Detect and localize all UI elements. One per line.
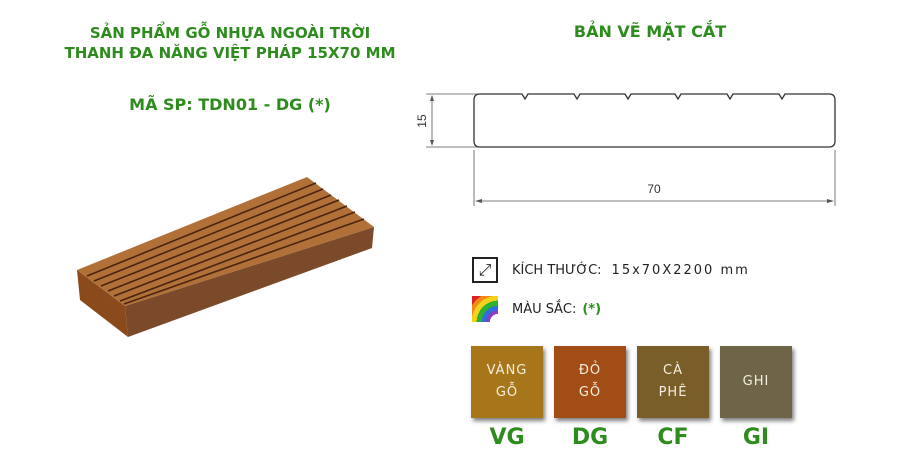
product-title: SẢN PHẨM GỖ NHỰA NGOÀI TRỜI THANH ĐA NĂN… xyxy=(20,23,440,63)
cross-section-drawing xyxy=(426,93,836,206)
swatch-ca-phe[interactable]: CÀ PHÊ xyxy=(637,346,709,418)
size-value: 15x70X2200 mm xyxy=(611,262,750,278)
color-value: (*) xyxy=(582,301,602,317)
color-code-gi: GI xyxy=(742,425,770,450)
swatch-label: GỖ xyxy=(578,385,602,400)
swatch-label: ĐỎ xyxy=(578,363,602,378)
swatch-label: GHI xyxy=(742,374,770,389)
title-line-2: THANH ĐA NĂNG VIỆT PHÁP 15X70 MM xyxy=(64,44,396,62)
height-label: 15 xyxy=(415,114,429,128)
product-plank-image xyxy=(77,177,374,337)
size-spec: ⤢ KÍCH THƯỚC: 15x70X2200 mm xyxy=(472,257,750,283)
drawing-title: BẢN VẼ MẶT CẮT xyxy=(573,22,727,41)
rainbow-icon xyxy=(472,296,498,322)
swatch-vang-go[interactable]: VÀNG GỖ xyxy=(471,346,543,418)
swatch-label: VÀNG xyxy=(486,363,528,378)
title-line-1: SẢN PHẨM GỖ NHỰA NGOÀI TRỜI xyxy=(89,24,371,42)
swatch-label: CÀ xyxy=(663,363,683,378)
color-label: MÀU SẮC: xyxy=(512,301,577,317)
color-code-dg: DG xyxy=(571,425,609,450)
swatch-ghi[interactable]: GHI xyxy=(720,346,792,418)
resize-arrows-icon: ⤢ xyxy=(472,257,498,283)
swatch-do-go[interactable]: ĐỎ GỖ xyxy=(554,346,626,418)
color-code-vg: VG xyxy=(489,425,525,450)
size-label: KÍCH THƯỚC: xyxy=(512,262,602,278)
swatch-label: GỖ xyxy=(495,385,519,400)
swatch-label: PHÊ xyxy=(658,385,688,400)
color-spec: MÀU SẮC: (*) xyxy=(472,296,601,322)
color-code-cf: CF xyxy=(657,425,689,450)
width-label: 70 xyxy=(647,182,661,196)
product-code: MÃ SP: TDN01 - DG (*) xyxy=(129,95,331,114)
